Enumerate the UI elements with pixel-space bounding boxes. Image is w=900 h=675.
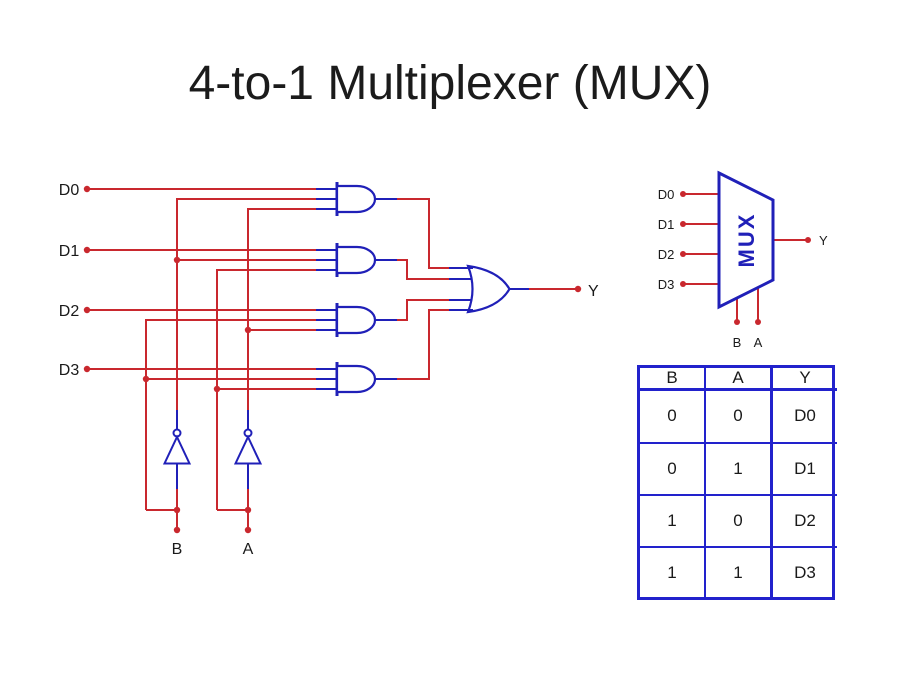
truth-table-cell: D3 — [794, 562, 816, 582]
mux-terminal-d1 — [680, 221, 686, 227]
and-gate-3 — [316, 303, 397, 337]
junction-dot — [173, 256, 181, 264]
and-gate-4 — [316, 362, 397, 396]
terminal-d0 — [83, 185, 91, 193]
truth-table-header-y: Y — [771, 368, 837, 391]
truth-table-cell: 0 — [705, 495, 773, 549]
terminal-a — [244, 526, 252, 534]
wire-and2-out — [397, 259, 449, 280]
mux-block-label: MUX — [734, 213, 759, 268]
truth-table-cell: 1 — [705, 547, 773, 597]
label-select-b: B — [172, 541, 183, 558]
label-d3: D3 — [59, 362, 80, 379]
truth-table-header-row: B A Y — [640, 368, 837, 391]
wire-and4-out — [397, 309, 449, 380]
wire-a — [216, 269, 316, 530]
terminal-d2 — [83, 306, 91, 314]
mux-terminal-y — [805, 237, 811, 243]
mux-terminal-b — [734, 319, 740, 325]
not-gate-b — [162, 410, 192, 489]
mux-label-y: Y — [819, 233, 828, 248]
connection-dots — [83, 185, 582, 534]
wire-b — [145, 319, 316, 530]
label-d2: D2 — [59, 303, 80, 320]
signal-wires — [87, 188, 578, 530]
or-gate — [449, 264, 529, 314]
wire-and3-out — [397, 299, 449, 321]
truth-table-row: 0 1 D1 — [640, 442, 837, 497]
truth-table-cell: 1 — [640, 495, 706, 549]
truth-table-cell: 0 — [640, 442, 706, 497]
wire-bnot — [176, 198, 316, 410]
terminal-d3 — [83, 365, 91, 373]
junction-dot — [244, 506, 252, 514]
label-d0: D0 — [59, 182, 80, 199]
label-output-y: Y — [588, 283, 599, 300]
junction-dot — [173, 506, 181, 514]
junction-dot — [142, 375, 150, 383]
and-gate-2 — [316, 243, 397, 277]
truth-table: B A Y 0 0 D0 0 1 D1 1 0 — [637, 365, 837, 600]
truth-table-cell: 1 — [705, 442, 773, 497]
truth-table-row: 1 0 D2 — [640, 495, 837, 549]
terminal-b — [173, 526, 181, 534]
inverter-triangle — [162, 434, 192, 465]
and-gates — [316, 182, 397, 396]
not-gate-a — [233, 410, 263, 489]
truth-table-cell: D0 — [771, 389, 837, 444]
mux-label-d0: D0 — [658, 187, 675, 202]
truth-table-header-a: A — [705, 368, 773, 391]
mux-terminal-d2 — [680, 251, 686, 257]
truth-table-grid: B A Y 0 0 D0 0 1 D1 1 0 — [640, 368, 837, 597]
wire-and1-out — [397, 198, 449, 269]
mux-terminal-d0 — [680, 191, 686, 197]
junction-dot — [213, 385, 221, 393]
and-gate-1 — [316, 182, 397, 216]
truth-table-header-b: B — [640, 368, 706, 391]
mux-label-d2: D2 — [658, 247, 675, 262]
truth-table-cell: 0 — [640, 389, 706, 444]
page-title: 4-to-1 Multiplexer (MUX) — [188, 57, 712, 110]
terminal-y — [574, 285, 582, 293]
truth-table-cell: 1 — [640, 547, 706, 597]
mux-labels: D0 D1 D2 D3 Y B A — [658, 187, 828, 350]
terminal-d1 — [83, 246, 91, 254]
mux-label-b: B — [733, 335, 742, 350]
label-d1: D1 — [59, 243, 80, 260]
truth-table-cell: 0 — [705, 389, 773, 444]
mux-dots — [680, 191, 811, 325]
mux-terminal-d3 — [680, 281, 686, 287]
mux-label-d3: D3 — [658, 277, 675, 292]
inverter-triangle — [233, 434, 263, 465]
truth-table-row: 0 0 D0 — [640, 389, 837, 444]
mux-label-d1: D1 — [658, 217, 675, 232]
not-gates — [162, 410, 263, 489]
truth-table-row: 1 1 D3 — [640, 547, 837, 597]
truth-table-cell: D2 — [771, 495, 837, 549]
junction-dot — [244, 326, 252, 334]
truth-table-cell: D1 — [771, 442, 837, 497]
mux-terminal-a — [755, 319, 761, 325]
mux-symbol: MUX D0 D1 D2 D3 Y B A — [658, 170, 828, 350]
mux-label-a: A — [754, 335, 763, 350]
circuit-labels: D0 D1 D2 D3 B A Y — [59, 182, 599, 558]
label-select-a: A — [243, 541, 254, 558]
mux-trapezoid — [717, 170, 775, 310]
wire-anot — [247, 208, 316, 410]
